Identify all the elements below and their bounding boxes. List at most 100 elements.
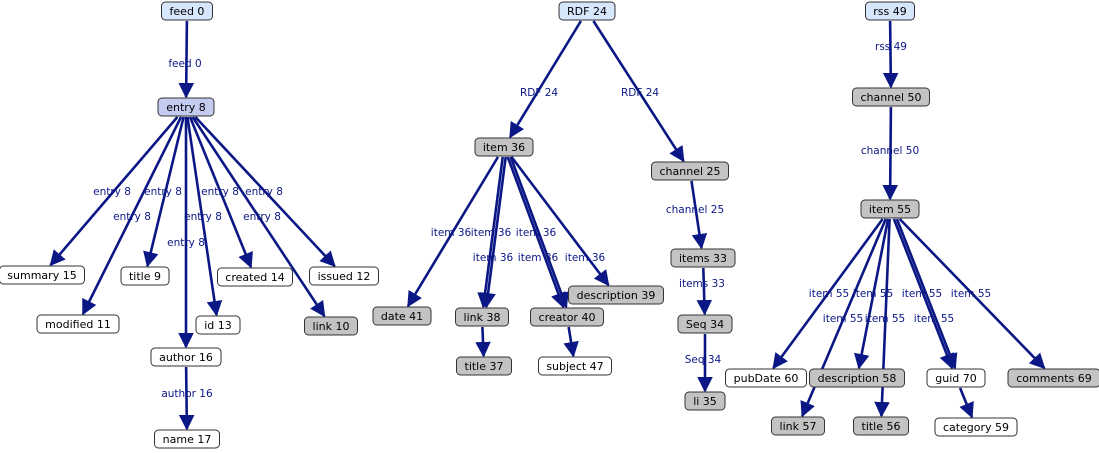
edge-rss49-channel50 [882, 20, 899, 89]
node-box[interactable] [568, 285, 664, 305]
node-li35[interactable]: li 35 [684, 391, 726, 411]
node-box[interactable] [865, 1, 915, 21]
node-label: channel 50 [860, 91, 921, 104]
edge-entry8-link10 [191, 116, 326, 318]
node-creator40[interactable]: creator 40 [530, 307, 604, 327]
node-box[interactable] [530, 307, 604, 327]
node-label: link 10 [313, 320, 350, 333]
node-label: creator 40 [539, 311, 596, 324]
node-label: created 14 [225, 271, 284, 284]
node-title56[interactable]: title 56 [853, 416, 909, 436]
node-box[interactable] [217, 267, 293, 287]
node-box[interactable] [161, 1, 213, 21]
node-item55[interactable]: item 55 [860, 199, 920, 219]
node-box[interactable] [304, 316, 358, 336]
node-box[interactable] [677, 314, 733, 334]
edge-entry8-modified11 [81, 116, 183, 316]
node-summary15[interactable]: summary 15 [0, 265, 85, 285]
edge-channel50-item55 [882, 106, 899, 201]
edge-item55-comments69 [898, 218, 1046, 370]
node-date41[interactable]: date 41 [372, 306, 432, 326]
node-box[interactable] [474, 137, 534, 157]
node-pubdate60[interactable]: pubDate 60 [725, 368, 807, 388]
node-label: title 37 [465, 360, 504, 373]
node-box[interactable] [558, 1, 616, 21]
edge-label: items 33 [679, 278, 725, 290]
node-guid70[interactable]: guid 70 [926, 368, 986, 388]
node-link10[interactable]: link 10 [304, 316, 358, 336]
node-description39[interactable]: description 39 [568, 285, 664, 305]
edge-link38-title37 [475, 326, 491, 358]
node-box[interactable] [150, 347, 222, 367]
edge-label: feed 0 [168, 58, 201, 70]
node-item36[interactable]: item 36 [474, 137, 534, 157]
node-entry8[interactable]: entry 8 [157, 97, 215, 117]
node-channel25[interactable]: channel 25 [651, 161, 729, 181]
node-comments69[interactable]: comments 69 [1007, 368, 1099, 388]
node-name17[interactable]: name 17 [154, 429, 220, 449]
edge-rdf24-item36 [508, 20, 583, 139]
node-description58[interactable]: description 58 [809, 368, 905, 388]
edge-label: Seq 34 [685, 354, 722, 366]
edge-label: item 36 [516, 227, 557, 239]
edge-entry8-created14 [188, 116, 253, 269]
node-title37[interactable]: title 37 [456, 356, 512, 376]
node-modified11[interactable]: modified 11 [36, 314, 120, 334]
node-seq34[interactable]: Seq 34 [677, 314, 733, 334]
edge-label: item 55 [809, 288, 849, 300]
node-box[interactable] [0, 265, 85, 285]
node-box[interactable] [538, 356, 612, 376]
node-box[interactable] [684, 391, 726, 411]
node-box[interactable] [154, 429, 220, 449]
edge-items33-seq34 [696, 267, 713, 316]
node-box[interactable] [725, 368, 807, 388]
node-box[interactable] [309, 266, 379, 286]
node-link57[interactable]: link 57 [771, 416, 825, 436]
node-box[interactable] [120, 266, 170, 286]
node-box[interactable] [157, 97, 215, 117]
node-id13[interactable]: id 13 [195, 315, 241, 335]
edge-entry8-title9 [143, 116, 185, 268]
node-category59[interactable]: category 59 [934, 417, 1018, 437]
node-box[interactable] [852, 87, 930, 107]
edge-label: item 55 [823, 313, 863, 325]
node-box[interactable] [809, 368, 905, 388]
node-label: title 56 [862, 420, 901, 433]
node-box[interactable] [860, 199, 920, 219]
node-box[interactable] [926, 368, 986, 388]
node-box[interactable] [195, 315, 241, 335]
node-box[interactable] [455, 307, 509, 327]
node-label: link 57 [780, 420, 817, 433]
node-box[interactable] [651, 161, 729, 181]
node-box[interactable] [853, 416, 909, 436]
edge-label: rss 49 [875, 41, 907, 53]
node-label: author 16 [159, 351, 213, 364]
edge-item55-guid70 [892, 218, 955, 370]
node-link38[interactable]: link 38 [455, 307, 509, 327]
node-title9[interactable]: title 9 [120, 266, 170, 286]
edge-label: entry 8 [243, 211, 281, 223]
node-label: RDF 24 [567, 5, 607, 18]
node-box[interactable] [670, 248, 736, 268]
node-box[interactable] [1007, 368, 1099, 388]
edge-label: entry 8 [113, 211, 151, 223]
node-feed0[interactable]: feed 0 [161, 1, 213, 21]
node-label: subject 47 [546, 360, 603, 373]
node-box[interactable] [456, 356, 512, 376]
node-author16[interactable]: author 16 [150, 347, 222, 367]
node-rdf24[interactable]: RDF 24 [558, 1, 616, 21]
edge-item36-creator40 [509, 156, 569, 309]
node-label: date 41 [381, 310, 423, 323]
edge-feed0-entry8 [178, 20, 195, 99]
node-subject47[interactable]: subject 47 [538, 356, 612, 376]
node-channel50[interactable]: channel 50 [852, 87, 930, 107]
node-box[interactable] [372, 306, 432, 326]
node-created14[interactable]: created 14 [217, 267, 293, 287]
node-items33[interactable]: items 33 [670, 248, 736, 268]
node-box[interactable] [771, 416, 825, 436]
node-rss49[interactable]: rss 49 [865, 1, 915, 21]
node-box[interactable] [934, 417, 1018, 437]
node-issued12[interactable]: issued 12 [309, 266, 379, 286]
node-box[interactable] [36, 314, 120, 334]
